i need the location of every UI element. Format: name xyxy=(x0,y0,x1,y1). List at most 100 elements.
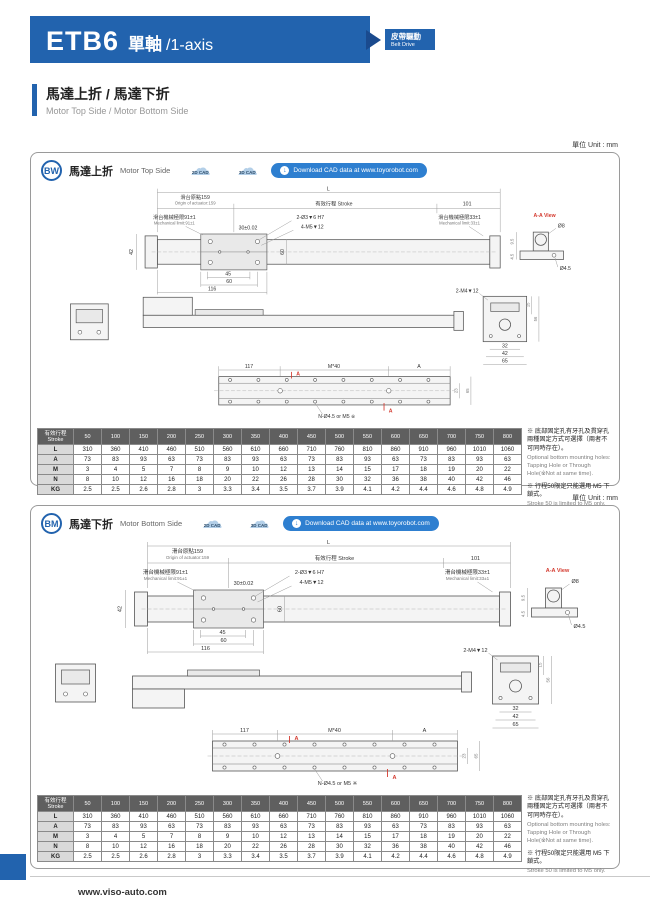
panel-badge: BM xyxy=(41,513,62,534)
value-cell: 3.3 xyxy=(213,484,242,496)
cad-3d-label: 3D CAD xyxy=(238,169,256,175)
value-cell: 4.2 xyxy=(381,484,410,496)
value-cell: 410 xyxy=(129,444,158,456)
value-cell: 3.9 xyxy=(325,484,354,496)
value-cell: 1010 xyxy=(465,811,494,823)
value-cell: 38 xyxy=(409,841,438,853)
value-cell: 46 xyxy=(493,474,522,486)
stroke-column-header: 800 xyxy=(493,794,522,813)
stroke-column-header: 350 xyxy=(241,427,270,446)
value-cell: 2.6 xyxy=(129,851,158,863)
value-cell: 410 xyxy=(129,811,158,823)
value-cell: 5 xyxy=(129,831,158,843)
value-cell: 18 xyxy=(409,464,438,476)
value-cell: 26 xyxy=(269,474,298,486)
stroke-column-header: 450 xyxy=(297,794,326,813)
value-cell: 1060 xyxy=(493,444,522,456)
stroke-column-header: 400 xyxy=(269,794,298,813)
value-cell: 3.9 xyxy=(325,851,354,863)
value-cell: 83 xyxy=(213,454,242,466)
stroke-column-header: 650 xyxy=(409,794,438,813)
value-cell: 710 xyxy=(297,444,326,456)
value-cell: 63 xyxy=(381,821,410,833)
cad-3d-download-icon[interactable]: ☁ 3D CAD xyxy=(242,509,276,536)
value-cell: 63 xyxy=(493,821,522,833)
note-2-zh: ※ 行程50限定只能選用 M5 下鎖式。 xyxy=(527,849,610,865)
value-cell: 360 xyxy=(101,444,130,456)
stroke-column-header: 750 xyxy=(465,794,494,813)
stroke-column-header: 150 xyxy=(129,794,158,813)
value-cell: 22 xyxy=(241,474,270,486)
value-cell: 93 xyxy=(465,821,494,833)
stroke-column-header: 550 xyxy=(353,794,382,813)
value-cell: 73 xyxy=(297,821,326,833)
stroke-column-header: 250 xyxy=(185,794,214,813)
section-title-zh: 馬達上折 / 馬達下折 xyxy=(46,86,170,102)
panel-title-zh: 馬達上折 xyxy=(69,165,113,178)
value-cell: 63 xyxy=(493,454,522,466)
value-cell: 760 xyxy=(325,444,354,456)
value-cell: 9 xyxy=(213,464,242,476)
motor-block-bottom xyxy=(132,688,185,709)
value-cell: 83 xyxy=(437,821,466,833)
download-cad-button[interactable]: ↓ Download CAD data at www.toyorobot.com xyxy=(283,516,439,531)
value-cell: 28 xyxy=(297,841,326,853)
stroke-column-header: 450 xyxy=(297,427,326,446)
value-cell: 2.5 xyxy=(73,484,102,496)
cad-2d-download-icon[interactable]: ☁ 2D CAD xyxy=(195,510,229,536)
value-cell: 5 xyxy=(129,464,158,476)
footer-website-link[interactable]: www.viso-auto.com xyxy=(78,887,167,898)
value-cell: 860 xyxy=(381,811,410,823)
row-label-cell: N xyxy=(37,841,74,853)
cad-3d-download-icon[interactable]: ☁ 3D CAD xyxy=(230,157,264,183)
value-cell: 610 xyxy=(241,811,270,823)
download-cad-label: Download CAD data at www.toyorobot.com xyxy=(293,167,418,174)
value-cell: 28 xyxy=(297,474,326,486)
value-cell: 36 xyxy=(381,474,410,486)
value-cell: 3.7 xyxy=(297,484,326,496)
value-cell: 46 xyxy=(493,841,522,853)
cad-2d-download-icon[interactable]: ☁ 2D CAD xyxy=(183,156,217,183)
value-cell: 10 xyxy=(101,841,130,853)
motor-block-top xyxy=(142,296,193,316)
value-cell: 12 xyxy=(269,464,298,476)
value-cell: 83 xyxy=(325,454,354,466)
value-cell: 14 xyxy=(325,831,354,843)
value-cell: 12 xyxy=(269,831,298,843)
value-cell: 4 xyxy=(101,464,130,476)
download-cad-button[interactable]: ↓ Download CAD data at www.toyorobot.com xyxy=(271,163,427,178)
value-cell: 10 xyxy=(241,464,270,476)
value-cell: 2.5 xyxy=(101,484,130,496)
cloud-icon: ☁ xyxy=(189,156,211,180)
value-cell: 20 xyxy=(213,841,242,853)
value-cell: 93 xyxy=(353,821,382,833)
value-cell: 13 xyxy=(297,464,326,476)
value-cell: 660 xyxy=(269,444,298,456)
value-cell: 7 xyxy=(157,831,186,843)
section-title: 馬達上折 / 馬達下折 Motor Top Side / Motor Botto… xyxy=(32,84,188,116)
value-cell: 2.5 xyxy=(101,851,130,863)
value-cell: 20 xyxy=(465,831,494,843)
value-cell: 1010 xyxy=(465,444,494,456)
drive-type-badge: 皮帶驅動 Belt Drive xyxy=(366,29,435,50)
stroke-column-header: 600 xyxy=(381,794,410,813)
row-label-cell: A xyxy=(37,454,74,466)
download-cad-label: Download CAD data at www.toyorobot.com xyxy=(305,520,430,527)
panel-motor-top-side: BW 馬達上折 Motor Top Side ☁ 2D CAD ☁ 3D CAD… xyxy=(30,152,620,507)
value-cell: 4.8 xyxy=(465,851,494,863)
row-label-cell: M xyxy=(37,831,74,843)
product-model: ETB6 xyxy=(46,26,120,56)
value-cell: 83 xyxy=(437,454,466,466)
cad-3d-label: 3D CAD xyxy=(250,522,268,528)
value-cell: 3 xyxy=(73,464,102,476)
stroke-column-header: 650 xyxy=(409,427,438,446)
value-cell: 3.5 xyxy=(269,484,298,496)
value-cell: 18 xyxy=(185,474,214,486)
stroke-column-header: 500 xyxy=(325,794,354,813)
cloud-icon: ☁ xyxy=(248,509,270,533)
